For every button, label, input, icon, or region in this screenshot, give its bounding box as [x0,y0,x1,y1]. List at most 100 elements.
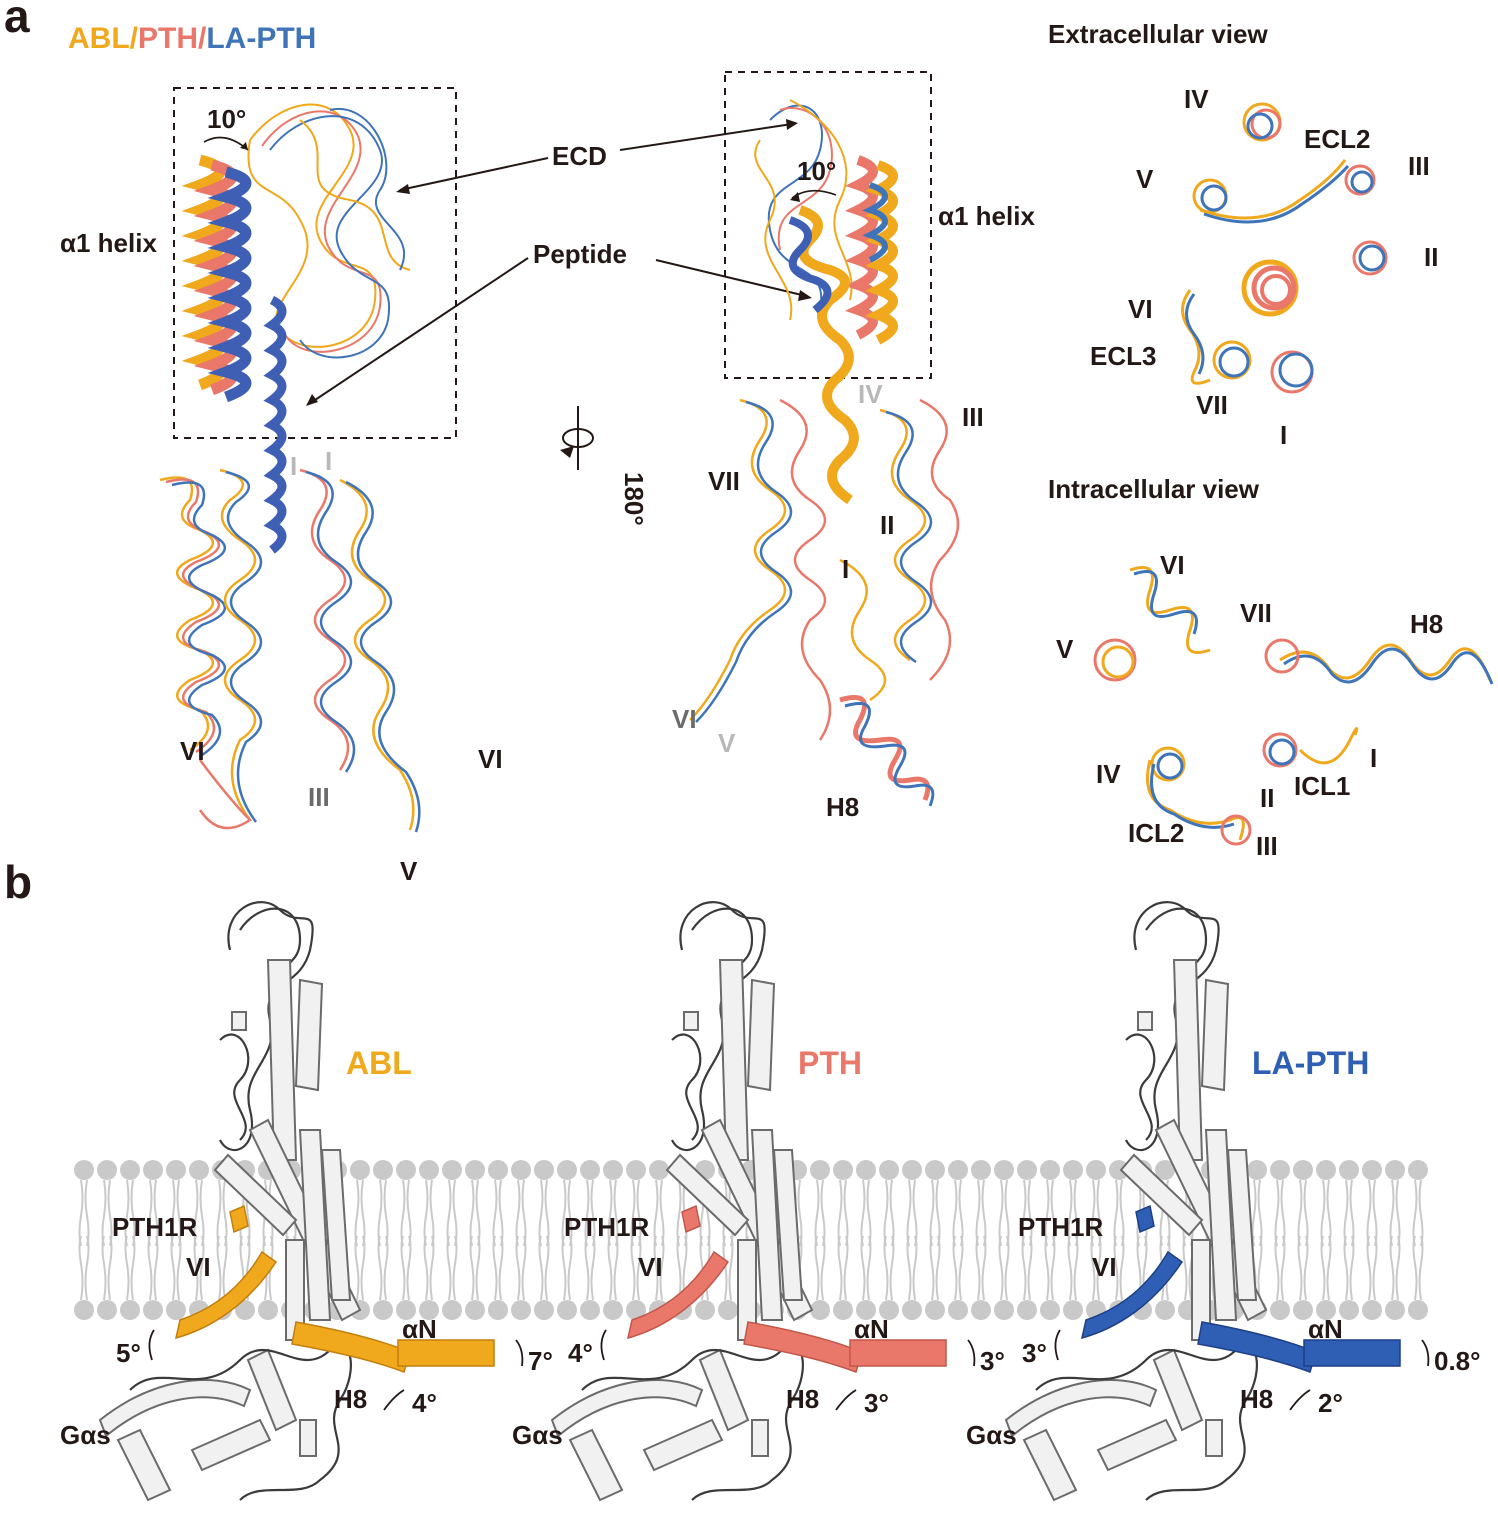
lipid-head [1339,1300,1359,1320]
receptor-helix [665,1153,750,1237]
left-tm6-label: VI [180,736,205,766]
lipid-head [534,1160,554,1180]
panel-a-letter: a [4,0,30,42]
lipid-head [1109,1160,1129,1180]
lipid-tail [584,1235,596,1301]
lipid-tail [101,1235,113,1301]
lipid-head [419,1300,439,1320]
lipid-tail [998,1235,1010,1301]
receptor-label: PTH1R [1018,1212,1103,1242]
receptor-helix [746,978,776,1092]
tm6-angle-label: 5° [116,1338,141,1368]
receptor-helices [665,959,814,1341]
peptide-arrow-left [311,257,529,403]
right-peptide-helix [798,205,859,505]
left-peptide-helix [263,295,287,554]
lipid-tail [1044,1235,1056,1301]
lipid-tail [1366,1235,1378,1301]
peptide-arrow-right [655,259,807,297]
lipid-head [373,1160,393,1180]
tm6-angle-label: 3° [1022,1338,1047,1368]
gas-helix [98,1379,252,1438]
lipid-head [488,1160,508,1180]
lipid-head [1408,1300,1428,1320]
int-tm1-label: I [1370,743,1377,773]
alphaN-angle-label: 7° [528,1346,553,1376]
lipid-tail [975,1235,987,1301]
gas-helix [1022,1428,1078,1502]
right-h8-coil [839,695,931,801]
lipid-head [626,1300,646,1320]
lipid-head [1155,1160,1175,1180]
intracellular-view: Intracellular view VI VII H8 V IV I ICL1… [1048,474,1494,861]
h8-label: H8 [334,1384,367,1414]
right-tm3-label: III [962,402,984,432]
right-alpha1-label: α1 helix [938,201,1035,231]
lipid-head [626,1160,646,1180]
right-h8-label: H8 [826,792,859,822]
alphaN-rotation-arrow [1421,1339,1430,1367]
lipid-head [695,1300,715,1320]
lipid-head [1339,1160,1359,1180]
ecd-arrowhead-left [396,184,410,194]
tm6-helix [174,1250,278,1340]
lipid-head [810,1300,830,1320]
lipid-tail [1297,1235,1309,1301]
alphaN-label: αN [854,1314,889,1344]
lipid-tail [1090,1235,1102,1301]
gas-helix [116,1428,172,1502]
h8-helix [1197,1321,1317,1373]
receptor-helices [1119,959,1268,1341]
peptide-arrowhead-left [306,394,318,406]
alphaN-rotation-arrow [967,1339,976,1367]
receptor-helices [213,959,362,1341]
lipid-head [603,1160,623,1180]
extracellular-title: Extracellular view [1048,19,1268,49]
receptor-helix [320,1149,352,1301]
receptor-helix [1226,1149,1258,1301]
left-faded-I-1: I [290,451,297,481]
ext-tm4-label: IV [1184,84,1209,114]
lipid-head [166,1300,186,1320]
right-tm-bundle [689,398,960,741]
alphaN-label: αN [402,1314,437,1344]
receptor-helix [772,1149,804,1301]
ecd-loop [219,1033,250,1141]
lipid-head [1017,1160,1037,1180]
int-icl1-label: ICL1 [1294,771,1350,801]
lipid-head [97,1160,117,1180]
gas-helix [246,1348,298,1432]
tm6-helix [626,1250,730,1340]
tm6-top-segment [229,1204,249,1234]
left-tm6-label-2: VI [478,744,503,774]
receptor-helix [1204,1129,1238,1321]
receptor-label: PTH1R [564,1212,649,1242]
left-alpha1-label: α1 helix [60,228,157,258]
lipid-head [120,1160,140,1180]
lipid-head [1408,1160,1428,1180]
h8-label: H8 [1240,1384,1273,1414]
alphaN-label: αN [1308,1314,1343,1344]
lipid-head [856,1160,876,1180]
lipid-tail [193,1235,205,1301]
tm6-label: VI [638,1252,663,1282]
alphaN-angle-label: 3° [980,1346,1005,1376]
lipid-tail [400,1235,412,1301]
lipid-head [557,1160,577,1180]
intracellular-helices [1093,566,1494,846]
gas-helix [190,1418,272,1472]
lipid-head [603,1300,623,1320]
gas-helix [642,1418,724,1472]
lipid-tail [469,1235,481,1301]
right-angle-label: 10° [797,156,836,186]
right-tm6-label: VI [672,704,697,734]
ext-tm6-label: VI [1128,294,1153,324]
ligand-colored-helices [1080,1204,1401,1373]
h8-rotation-arrow [1289,1389,1311,1411]
extracellular-view: Extracellular view IV ECL2 III V II VI E… [1048,19,1438,450]
receptor-helix [266,959,298,1161]
lipid-head [1385,1300,1405,1320]
